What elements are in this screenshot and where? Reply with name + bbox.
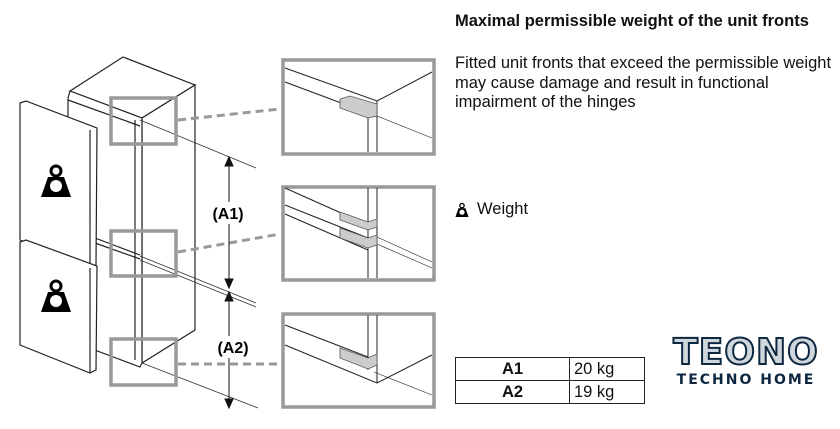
row-key: A1 <box>455 357 570 381</box>
brand-logo: TEONO TECHNO HOME <box>660 332 832 389</box>
legend: Weight <box>455 200 528 219</box>
page-title: Maximal permissible weight of the unit f… <box>455 12 809 30</box>
row-key: A2 <box>455 380 570 404</box>
row-value: 19 kg <box>569 380 645 404</box>
unit-fronts <box>19 100 98 374</box>
label-a2: (A2) <box>217 340 248 357</box>
description: Fitted unit fronts that exceed the permi… <box>455 54 832 111</box>
legend-label: Weight <box>477 200 529 218</box>
detail-views <box>284 67 433 396</box>
hinges <box>339 95 378 370</box>
row-value: 20 kg <box>569 357 645 381</box>
fridge-diagram: (A1) (A2) <box>19 56 436 410</box>
dimension-arrows <box>224 155 234 410</box>
logo-tagline: TECHNO HOME <box>676 372 816 388</box>
weight-icon <box>455 202 469 218</box>
label-a1: (A1) <box>212 206 243 223</box>
detail-markers <box>109 58 436 409</box>
logo-brand: TEONO <box>672 332 819 373</box>
